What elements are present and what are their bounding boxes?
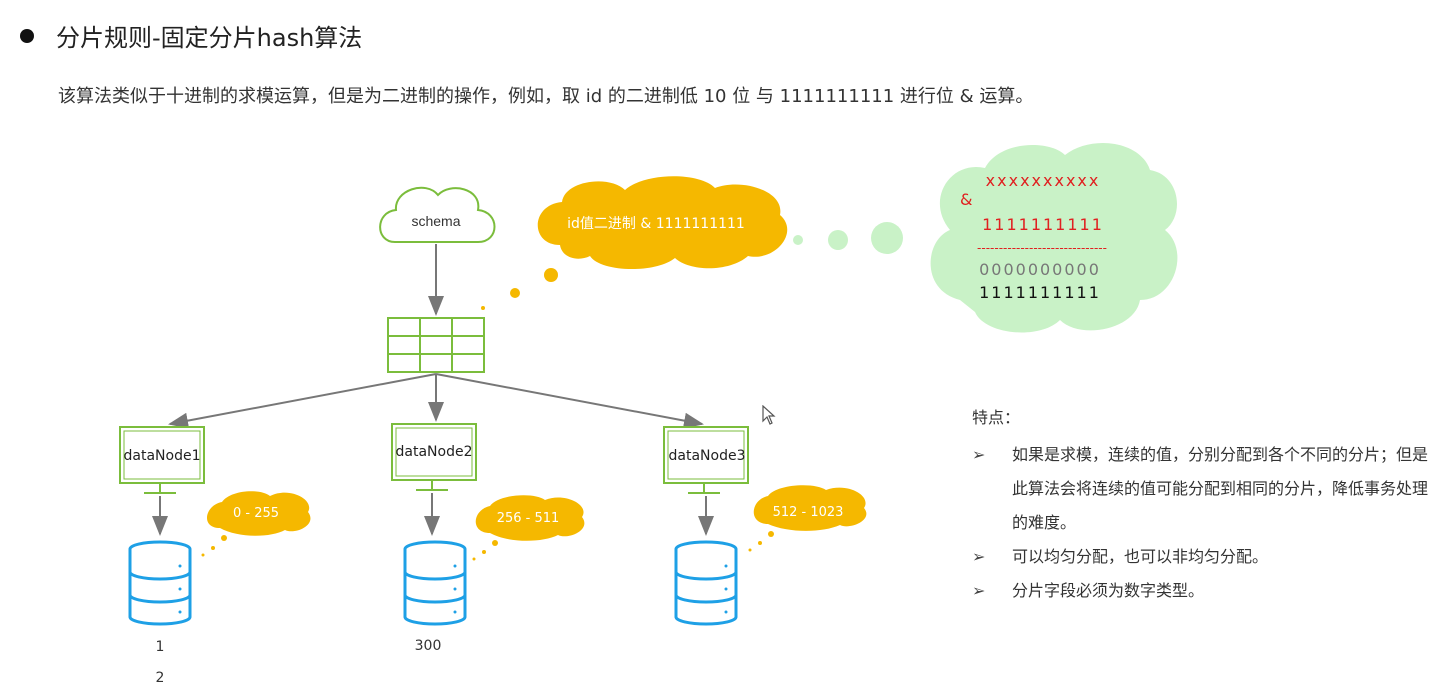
- features-panel: 特点： ➢ 如果是求模，连续的值，分别分配到各个不同的分片；但是此算法会将连续的…: [972, 404, 1432, 608]
- mouse-cursor-icon: [762, 405, 776, 425]
- db-value: 1: [156, 639, 165, 655]
- bullet-dot: [20, 28, 34, 43]
- feature-text: 如果是求模，连续的值，分别分配到各个不同的分片；但是此算法会将连续的值可能分配到…: [1012, 445, 1429, 532]
- heading-text: 分片规则-固定分片hash算法: [56, 24, 363, 52]
- table-icon: [387, 317, 485, 373]
- datanode3: dataNode3: [663, 426, 749, 494]
- thought-dot: [828, 230, 848, 250]
- datanode1: dataNode1: [119, 426, 205, 494]
- schema-label: schema: [411, 213, 460, 229]
- calc-result-one: 1111111111: [979, 283, 1101, 302]
- bubble-dot: [481, 306, 485, 310]
- datanode3-label: dataNode3: [669, 448, 746, 464]
- calc-mask: 1111111111: [982, 215, 1104, 234]
- arrow-bullet-icon: ➢: [972, 547, 986, 566]
- calc-separator: ------------------------------: [977, 241, 1107, 255]
- arrow-bullet-icon: ➢: [972, 581, 986, 600]
- range-label-1: 0 - 255: [233, 506, 279, 521]
- feature-item: ➢ 分片字段必须为数字类型。: [972, 574, 1432, 608]
- database-icon: [128, 540, 192, 626]
- arrow-to-datanode3: [435, 373, 704, 429]
- datanode2: dataNode2: [391, 423, 477, 491]
- datanode2-label: dataNode2: [396, 444, 473, 460]
- db-value: 300: [415, 638, 442, 654]
- thought-dot: [793, 235, 803, 245]
- feature-item: ➢ 可以均匀分配，也可以非均匀分配。: [972, 540, 1432, 574]
- thought-dot: [871, 222, 903, 254]
- features-title: 特点：: [972, 408, 1021, 427]
- schema-cloud: schema: [379, 186, 496, 243]
- feature-text: 可以均匀分配，也可以非均匀分配。: [1012, 547, 1269, 566]
- hash-bubble: id值二进制 & 1111111111: [481, 176, 788, 310]
- description: 该算法类似于十进制的求模运算，但是为二进制的操作，例如，取 id 的二进制低 1…: [58, 86, 1034, 107]
- arrow-bullet-icon: ➢: [972, 445, 986, 464]
- calc-cloud: [930, 143, 1178, 333]
- database-icon: [403, 540, 467, 626]
- range-bubble-3: 512 - 1023: [748, 485, 867, 552]
- arrow-to-datanode1: [168, 373, 437, 429]
- bubble-dot: [544, 268, 558, 282]
- range-bubble-1: 0 - 255: [201, 491, 311, 557]
- calc-result-zero: 0000000000: [979, 260, 1101, 279]
- database-icon: [674, 540, 738, 626]
- range-label-2: 256 - 511: [497, 511, 560, 526]
- bubble-dot: [510, 288, 520, 298]
- feature-item: ➢ 如果是求模，连续的值，分别分配到各个不同的分片；但是此算法会将连续的值可能分…: [972, 438, 1432, 540]
- calc-operand: xxxxxxxxxx: [986, 171, 1101, 190]
- db-value: 2: [156, 670, 165, 686]
- slide-heading: 分片规则-固定分片hash算法: [20, 18, 362, 53]
- feature-text: 分片字段必须为数字类型。: [1012, 581, 1205, 600]
- range-bubble-2: 256 - 511: [472, 495, 585, 561]
- range-label-3: 512 - 1023: [773, 505, 844, 520]
- hash-bubble-text: id值二进制 & 1111111111: [567, 216, 745, 232]
- datanode1-label: dataNode1: [124, 448, 201, 464]
- calc-operator: &: [960, 190, 972, 209]
